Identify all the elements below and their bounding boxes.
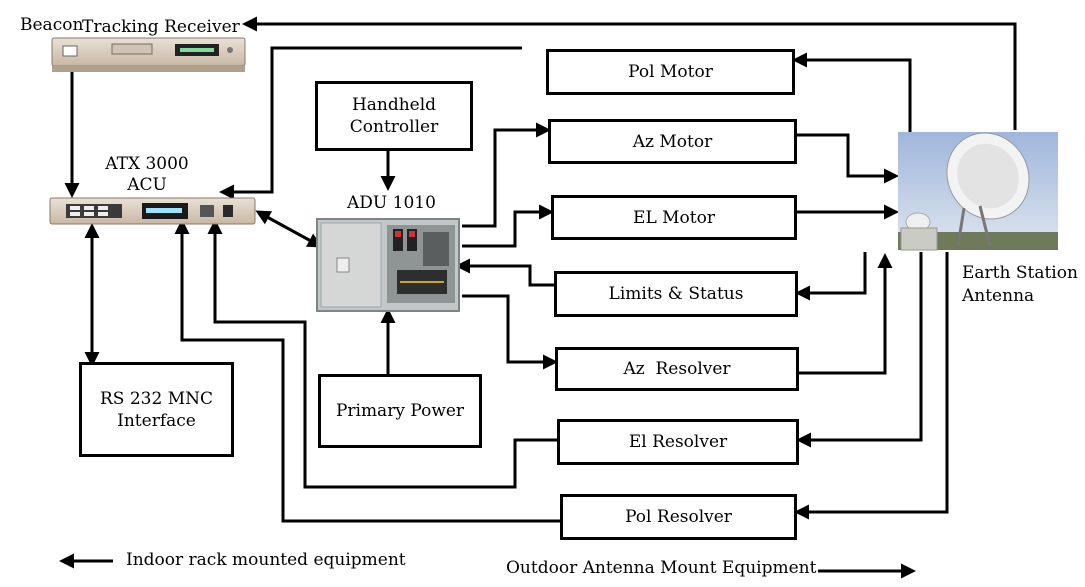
earth-station-label-line2: Antenna bbox=[962, 286, 1035, 306]
connection-lines bbox=[59, 16, 1017, 579]
el-motor-box: EL Motor bbox=[551, 195, 797, 240]
handheld-controller-box: Handheld Controller bbox=[315, 81, 473, 151]
atx-label-line2: ACU bbox=[127, 175, 167, 195]
el-motor-label: EL Motor bbox=[633, 207, 715, 228]
legend-indoor-label: Indoor rack mounted equipment bbox=[126, 550, 406, 570]
handheld-label-line1: Handheld bbox=[351, 95, 437, 115]
rs232-mnc-interface-box: RS 232 MNC Interface bbox=[79, 362, 234, 457]
rs232-label-line1: RS 232 MNC bbox=[100, 388, 213, 409]
limits-status-box: Limits & Status bbox=[554, 271, 798, 317]
primary-power-box: Primary Power bbox=[318, 374, 482, 448]
pol-motor-label: Pol Motor bbox=[628, 62, 713, 82]
earth-station-antenna-image bbox=[898, 132, 1058, 251]
el-resolver-box: El Resolver bbox=[557, 419, 799, 465]
adu-label: ADU 1010 bbox=[347, 193, 436, 213]
handheld-label-line2: Controller bbox=[349, 117, 439, 137]
beacon-tracking-receiver-device bbox=[51, 37, 246, 72]
az-resolver-box: Az Resolver bbox=[555, 347, 799, 391]
az-motor-label: Az Motor bbox=[632, 131, 713, 152]
pol-resolver-box: Pol Resolver bbox=[560, 494, 797, 540]
earth-station-label-line1: Earth Station bbox=[962, 263, 1078, 283]
legend-outdoor-label: Outdoor Antenna Mount Equipment bbox=[506, 558, 817, 578]
atx-label-line1: ATX 3000 bbox=[105, 154, 189, 174]
adu-1010-device bbox=[316, 218, 460, 312]
az-motor-box: Az Motor bbox=[548, 119, 797, 164]
pol-motor-box: Pol Motor bbox=[546, 49, 795, 95]
atx-3000-acu-device bbox=[49, 197, 256, 225]
primary-power-label: Primary Power bbox=[335, 401, 465, 421]
rs232-label-line2: Interface bbox=[117, 410, 196, 431]
el-resolver-label: El Resolver bbox=[628, 432, 728, 452]
pol-resolver-label: Pol Resolver bbox=[625, 507, 732, 527]
beacon-label: Beacon bbox=[20, 15, 84, 35]
limits-status-label: Limits & Status bbox=[608, 284, 744, 304]
tracking-receiver-label: Tracking Receiver bbox=[82, 17, 240, 37]
az-resolver-label: Az Resolver bbox=[623, 359, 731, 379]
